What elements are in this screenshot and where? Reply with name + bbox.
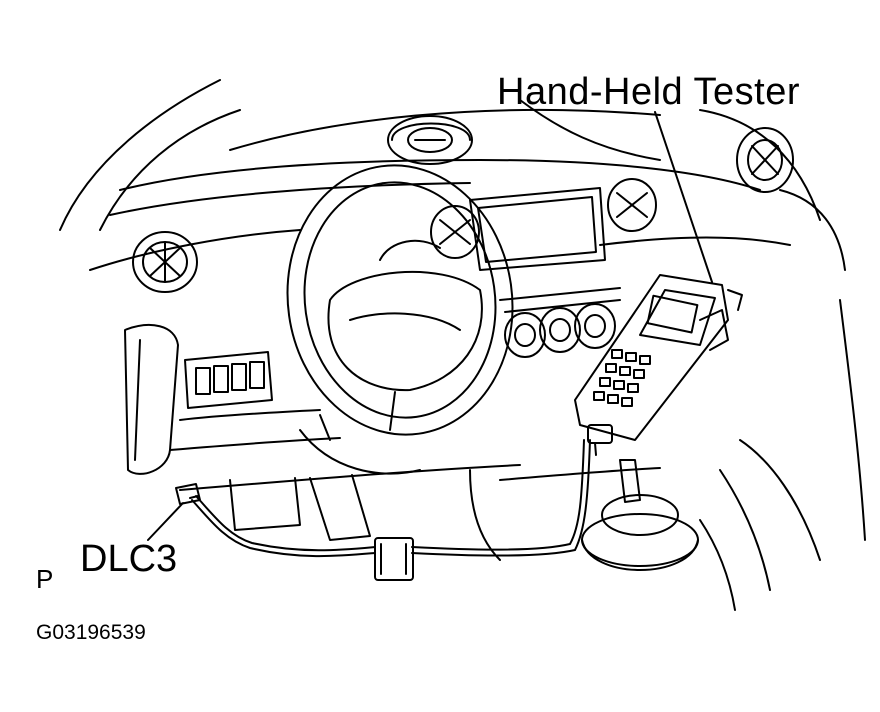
figure-code-label: G03196539 bbox=[36, 621, 146, 644]
hand-held-tester-device bbox=[574, 274, 729, 456]
gear-shifter bbox=[581, 459, 699, 571]
dlc3-label: DLC3 bbox=[80, 538, 178, 580]
center-display bbox=[469, 187, 606, 271]
climate-knobs bbox=[499, 287, 621, 358]
left-switch-panel bbox=[169, 351, 341, 451]
tester-cable bbox=[191, 439, 591, 558]
view-marker-label: P bbox=[36, 564, 54, 594]
center-air-vent-icon bbox=[430, 178, 657, 259]
lower-dash bbox=[179, 464, 661, 561]
tester-mount-bracket bbox=[727, 289, 743, 311]
steering-wheel bbox=[286, 164, 514, 436]
dlc3-connector bbox=[175, 483, 201, 505]
windshield-frame bbox=[59, 79, 821, 231]
tester-leader-line bbox=[654, 111, 713, 283]
hand-held-tester-label: Hand-Held Tester bbox=[497, 71, 801, 113]
left-door-pull bbox=[124, 324, 179, 475]
cable-junction-icon bbox=[374, 537, 414, 581]
dlc3-leader-line bbox=[147, 502, 184, 541]
right-console bbox=[699, 299, 866, 611]
right-air-vent-icon bbox=[736, 127, 794, 193]
tester-keypad bbox=[593, 349, 651, 407]
instrument-gauges bbox=[387, 115, 473, 165]
left-air-vent-icon bbox=[132, 231, 198, 293]
